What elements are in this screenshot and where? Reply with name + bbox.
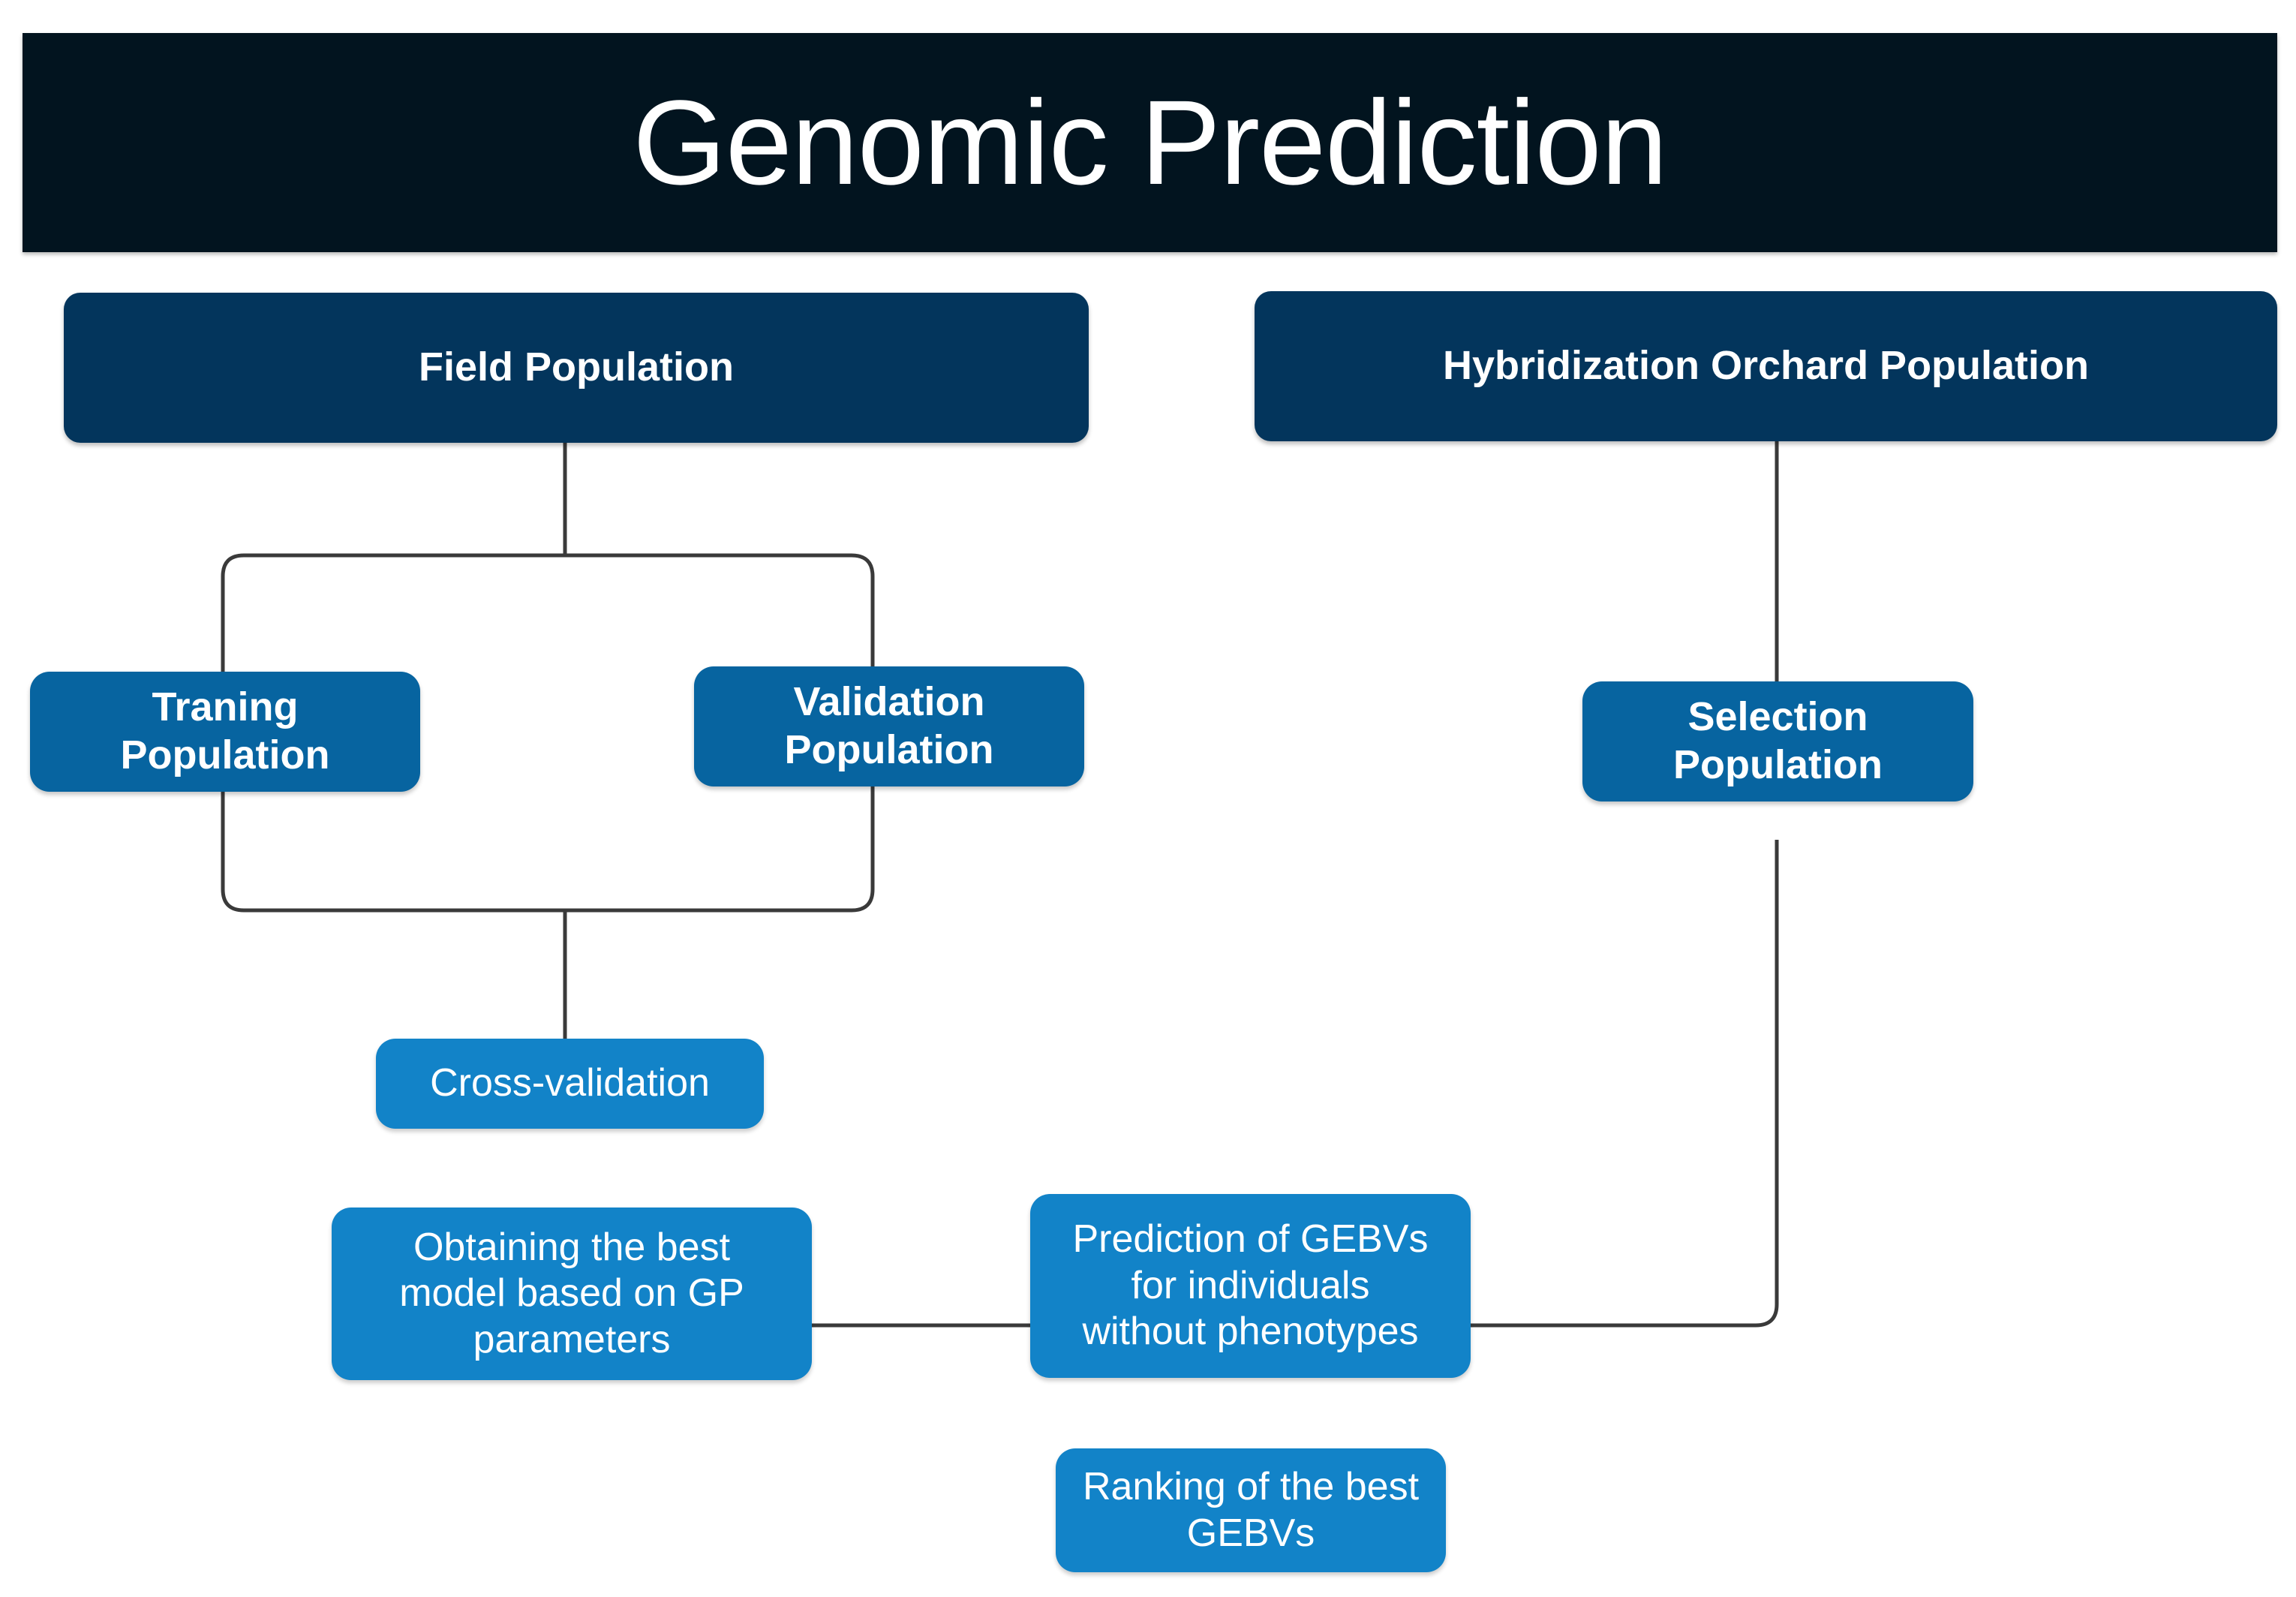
node-validation-population[interactable]: Validation Population bbox=[694, 666, 1084, 786]
node-prediction-gebvs[interactable]: Prediction of GEBVs for individuals with… bbox=[1030, 1194, 1471, 1378]
node-validation-population-label-line1: Validation bbox=[793, 679, 985, 725]
node-field-population[interactable]: Field Population bbox=[64, 293, 1089, 443]
node-obtaining-best-model-label-line3: parameters bbox=[473, 1317, 671, 1361]
node-ranking-gebvs-label-line2: GEBVs bbox=[1186, 1511, 1315, 1555]
node-traning-population[interactable]: Traning Population bbox=[30, 672, 420, 792]
node-selection-population-label-line2: Population bbox=[1673, 742, 1883, 787]
node-selection-population-label-line1: Selection bbox=[1687, 694, 1868, 740]
edge-brace-top bbox=[221, 553, 875, 735]
node-hybridization-orchard-population-label: Hybridization Orchard Population bbox=[1442, 343, 2090, 389]
node-obtaining-best-model-label-line1: Obtaining the best bbox=[413, 1225, 731, 1269]
title-banner: Genomic Prediction bbox=[23, 33, 2277, 252]
node-prediction-gebvs-label-line3: without phenotypes bbox=[1082, 1310, 1419, 1354]
node-ranking-gebvs-label-line1: Ranking of the best bbox=[1082, 1465, 1420, 1509]
node-traning-population-label-line2: Population bbox=[120, 732, 330, 777]
node-validation-population-label-line2: Population bbox=[784, 727, 994, 772]
edge-selection-to-prediction bbox=[1471, 840, 1779, 1328]
edge-brace-left-arm bbox=[221, 735, 565, 913]
node-cross-validation[interactable]: Cross-validation bbox=[376, 1039, 764, 1129]
node-prediction-gebvs-label-line2: for individuals bbox=[1131, 1263, 1370, 1307]
node-obtaining-best-model-label-line2: model based on GP bbox=[399, 1271, 744, 1316]
node-ranking-gebvs[interactable]: Ranking of the best GEBVs bbox=[1056, 1448, 1446, 1572]
node-field-population-label: Field Population bbox=[419, 344, 734, 390]
node-obtaining-best-model[interactable]: Obtaining the best model based on GP par… bbox=[332, 1208, 812, 1380]
node-selection-population[interactable]: Selection Population bbox=[1582, 681, 1973, 802]
node-hybridization-orchard-population[interactable]: Hybridization Orchard Population bbox=[1255, 291, 2277, 441]
node-traning-population-label-line1: Traning bbox=[152, 684, 299, 730]
edge-brace-right-arm bbox=[565, 735, 875, 913]
node-prediction-gebvs-label-line1: Prediction of GEBVs bbox=[1072, 1217, 1429, 1262]
node-cross-validation-label: Cross-validation bbox=[430, 1061, 710, 1105]
page-title: Genomic Prediction bbox=[633, 75, 1667, 209]
